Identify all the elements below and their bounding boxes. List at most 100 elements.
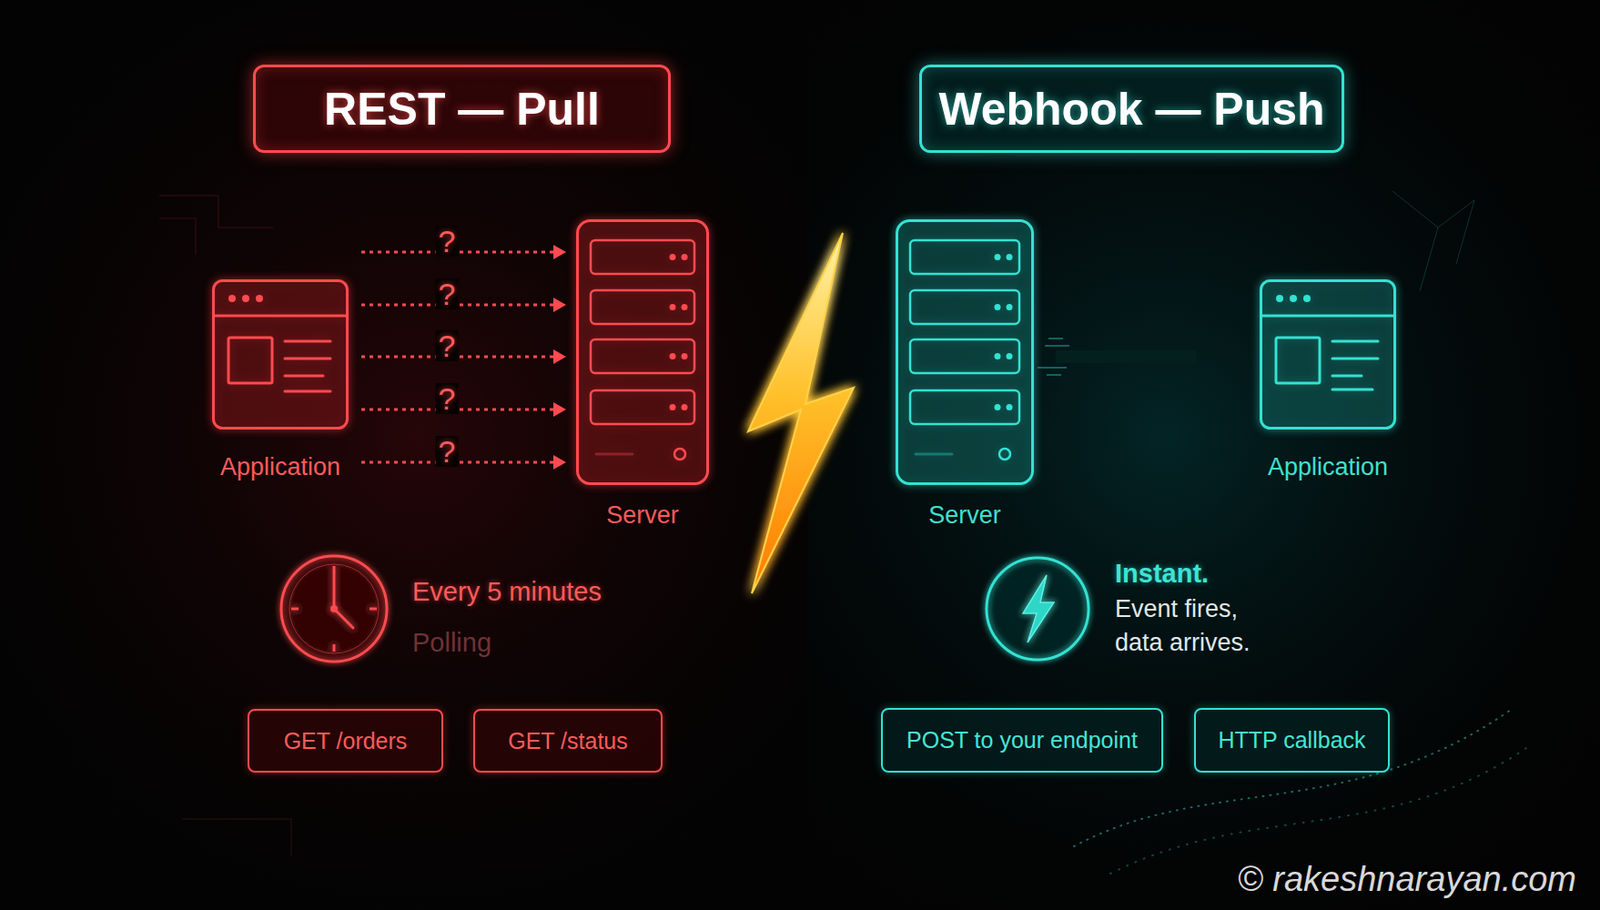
application-icon: Application — [212, 238, 349, 485]
window-glyph — [1261, 281, 1396, 429]
arrow-core — [1055, 350, 1196, 364]
teal-tint — [808, 0, 1600, 910]
server-glyph — [577, 221, 709, 485]
section-heading: REST — Pull — [324, 82, 600, 136]
endpoint-text: POST to your endpoint — [906, 727, 1138, 754]
window-bar — [213, 314, 348, 318]
server-led — [681, 303, 689, 311]
clock-tick — [369, 607, 377, 611]
clock-hand — [333, 573, 336, 609]
server-led — [681, 253, 689, 261]
server-led — [994, 253, 1002, 261]
server-led — [994, 353, 1002, 360]
server-icon: Server — [895, 219, 1034, 534]
server-led — [681, 404, 689, 411]
section-title: Webhook — Push — [919, 64, 1345, 153]
clock-ring — [289, 564, 379, 654]
server-vent — [596, 453, 633, 456]
server-power — [999, 448, 1011, 460]
polling-request-arrow — [361, 303, 566, 307]
instant-bolt — [1022, 575, 1054, 643]
instant-icon — [986, 557, 1089, 660]
polling-request-arrow — [361, 355, 566, 359]
window-bar — [1261, 314, 1396, 318]
window-text-line — [284, 357, 331, 361]
server-slot — [910, 339, 1020, 374]
motion-streak — [1037, 366, 1067, 369]
endpoint-chip: HTTP callback — [1194, 708, 1390, 773]
clock-icon — [281, 556, 387, 662]
instant-ring — [986, 557, 1089, 660]
server-led — [681, 353, 689, 360]
edge-label: ? — [435, 435, 459, 467]
webhook-push-arrow — [1052, 346, 1240, 367]
clock-tick — [333, 644, 336, 652]
icon-caption: Server — [521, 500, 764, 530]
method-note: Polling — [412, 626, 686, 659]
server-frame — [897, 221, 1033, 485]
edge-label: ? — [435, 278, 459, 310]
window-image — [1275, 337, 1320, 384]
motion-streak — [1048, 337, 1064, 340]
icon-caption: Application — [157, 452, 404, 482]
server-outline — [895, 219, 1034, 534]
server-slot — [590, 290, 695, 325]
window-glyph — [213, 281, 348, 429]
window-text-line — [284, 374, 324, 378]
interval-note: Every 5 minutes — [412, 575, 686, 608]
window-image — [228, 337, 273, 384]
server-outline — [576, 219, 709, 534]
icon-caption: Server — [840, 500, 1089, 530]
server-led — [669, 353, 677, 360]
window-text-line — [1332, 357, 1378, 361]
edge-label: ? — [435, 225, 459, 257]
motion-streak — [1044, 344, 1070, 347]
window-text-line — [284, 340, 331, 344]
window-text-line — [1332, 374, 1362, 378]
application-outline — [1259, 238, 1397, 485]
endpoint-chip: GET /orders — [247, 708, 444, 773]
clock-hand — [334, 608, 354, 628]
motion-streaks — [1037, 338, 1070, 375]
server-led — [1006, 303, 1013, 311]
clock-center — [330, 605, 338, 613]
endpoint-text: HTTP callback — [1217, 727, 1366, 754]
clock-tick — [291, 607, 299, 611]
clock-face — [281, 556, 387, 662]
server-led — [669, 404, 677, 411]
polling-request-arrow — [361, 408, 566, 412]
lightning-bolt — [748, 232, 854, 594]
section-heading: Webhook — Push — [938, 82, 1325, 136]
edge-label: ? — [435, 330, 459, 362]
description-note: Event fires, data arrives. — [1114, 592, 1293, 661]
edge-label: ? — [435, 383, 459, 415]
endpoint-text: GET /status — [507, 728, 628, 755]
red-tint — [0, 0, 809, 910]
server-vent — [915, 453, 952, 456]
server-led — [1006, 253, 1013, 261]
server-led — [1006, 353, 1013, 360]
icon-caption: Application — [1205, 452, 1451, 482]
server-led — [994, 404, 1002, 411]
window-text-line — [284, 390, 331, 394]
server-slot — [590, 339, 695, 374]
window-dot — [1275, 294, 1284, 303]
window-dot — [1303, 294, 1311, 303]
server-led — [994, 303, 1002, 311]
window-dot — [228, 294, 236, 303]
window-frame — [213, 281, 348, 429]
server-slot — [910, 290, 1020, 325]
polling-request-arrow — [361, 461, 566, 465]
endpoint-chip: GET /status — [473, 708, 663, 773]
section-title: REST — Pull — [253, 64, 671, 153]
network-trace — [1392, 191, 1475, 292]
server-led — [1006, 404, 1013, 411]
server-glyph — [897, 221, 1033, 485]
server-slot — [590, 390, 695, 425]
